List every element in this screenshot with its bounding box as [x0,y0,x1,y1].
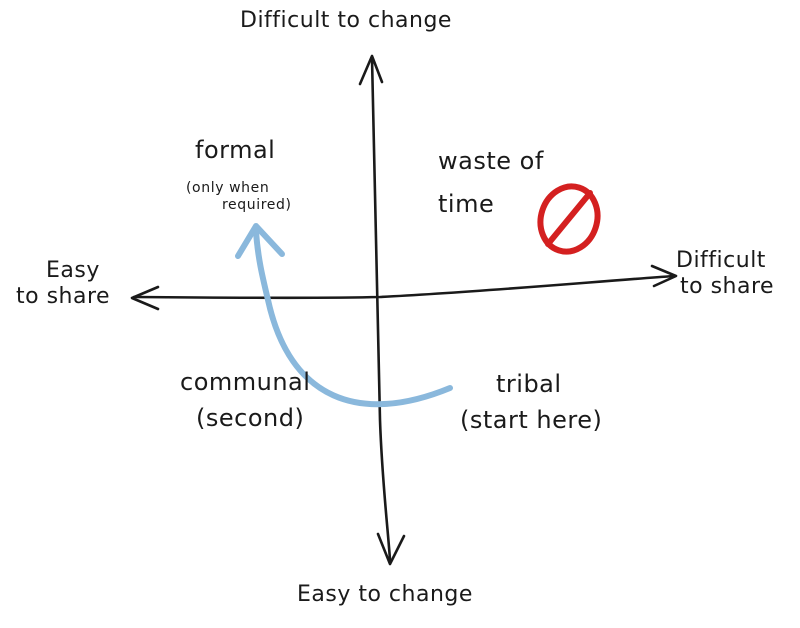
prohibited-icon [537,183,601,255]
quadrant-tribal-line1: tribal [496,370,562,398]
vertical-axis-bottom-arrowhead [376,532,406,566]
quadrant-waste-label: waste of time [438,140,544,226]
axis-label-left-line1: Easy [46,258,100,283]
quadrant-formal-subtitle-line1: (only when [186,180,270,196]
axis-label-right-line2: to share [680,274,775,300]
axis-label-left: Easy to share [16,258,110,311]
vertical-axis [370,56,392,562]
horizontal-axis-left-arrowhead [130,285,160,311]
horizontal-axis-right-arrowhead [650,264,678,288]
quadrant-communal-label: communal (second) [180,364,310,436]
progression-arrowhead [235,223,285,259]
quadrant-waste-line1: waste of [438,147,544,175]
quadrant-waste-line2: time [438,190,495,219]
axis-label-top: Difficult to change [240,8,452,33]
vertical-axis-top-arrowhead [358,54,384,86]
axis-label-right: Difficult to share [676,248,774,301]
quadrant-formal-title: formal [195,136,276,164]
quadrant-formal-subtitle: (only when required) [186,180,292,214]
progression-arrow [253,229,453,408]
quadrant-communal-line1: communal [180,368,311,396]
axis-label-bottom: Easy to change [297,582,473,607]
quadrant-communal-line2: (second) [196,404,305,432]
quadrant-tribal-label: tribal (start here) [460,366,602,438]
axis-label-left-line2: to share [16,284,111,310]
quadrant-tribal-line2: (start here) [460,406,603,434]
horizontal-axis [132,274,676,300]
quadrant-formal-subtitle-line2: required) [222,196,292,213]
axis-label-right-line1: Difficult [676,248,766,273]
